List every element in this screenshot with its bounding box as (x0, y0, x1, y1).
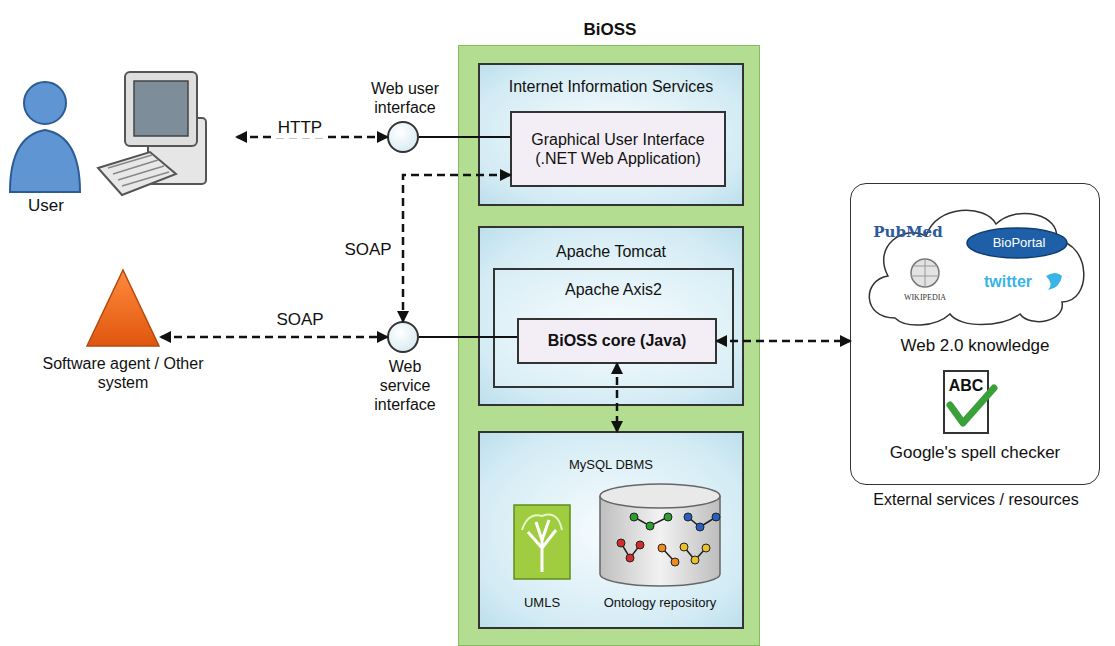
protocol-label: SOAP (273, 310, 326, 330)
graph-dot (684, 513, 692, 521)
checker-frame (944, 371, 988, 433)
graph-dot (646, 522, 654, 530)
user-head (24, 82, 66, 124)
interface-circle: Web service interface (387, 321, 419, 353)
node-text-holder: Web service interface (363, 357, 447, 415)
node-text-holder: External services / resources (851, 490, 1101, 509)
ontology-graph-links (621, 517, 716, 562)
computer-monitor (125, 72, 197, 146)
bioportal-logo (967, 228, 1067, 258)
solid-connector (419, 136, 510, 138)
graph-dot (658, 544, 666, 552)
umls-tree (528, 520, 556, 572)
icon-label: Web 2.0 knowledge (900, 337, 1049, 356)
icon-label: BioPortal (993, 236, 1046, 250)
computer-keyboard (98, 152, 176, 195)
cylinder-top (600, 484, 720, 508)
icon-label: UMLS (524, 596, 560, 610)
graph-dot (696, 523, 704, 531)
triangle-shape (85, 268, 161, 348)
icon-label: PubMed (873, 224, 942, 241)
graph-dot (712, 513, 720, 521)
twitter-bird (1046, 273, 1062, 290)
agent-triangle: Software agent / Other system (85, 268, 161, 348)
user-node: User (5, 70, 237, 220)
user-icon (10, 82, 80, 192)
user-body (10, 130, 80, 192)
solid-connector (419, 336, 517, 338)
icon-label: Google's spell checker (890, 444, 1061, 463)
graph-dot (702, 544, 710, 552)
icon-label: Ontology repository (604, 596, 717, 610)
computer-icon (98, 72, 206, 195)
bioss-panel: BiOSSInternet Information ServicesGraphi… (458, 45, 760, 646)
node-text: MySQL DBMS (480, 457, 742, 473)
node-text-holder: BiOSS (459, 20, 761, 40)
umls-icon (514, 505, 570, 579)
umls-leaves (522, 515, 562, 530)
server-box: Internet Information ServicesGraphical U… (478, 63, 744, 206)
node-text: Apache Axis2 (495, 280, 732, 299)
node-text-holder: Software agent / Other system (38, 354, 208, 392)
dashed-connector (717, 340, 850, 343)
graph-dot (630, 513, 638, 521)
protocol-label: HTTP (275, 118, 325, 138)
graph-dot (626, 554, 634, 562)
node-text: User (5, 196, 87, 216)
server-box: Apache TomcatApache Axis2BiOSS core (Jav… (478, 226, 744, 406)
node-text: Web service interface (363, 357, 447, 415)
gui-box: Graphical User Interface (.NET Web Appli… (510, 111, 726, 187)
node-text: Graphical User Interface (.NET Web Appli… (520, 130, 716, 168)
triangle-outline (87, 270, 159, 346)
keyboard-keys (108, 155, 169, 186)
node-text: Apache Tomcat (480, 242, 742, 261)
cloud-outline (869, 210, 1084, 325)
icon-label: twitter (984, 273, 1032, 291)
web-cloud (869, 210, 1084, 325)
icon-label: WIKIPEDIA (904, 294, 946, 303)
dashed-connector (616, 364, 619, 431)
node-text: BiOSS (459, 20, 761, 40)
interface-circle: Web user interface (387, 121, 419, 153)
container-box: Apache Axis2BiOSS core (Java) (493, 268, 734, 388)
computer-case (148, 118, 206, 184)
cylinder-body (600, 496, 720, 586)
dashed-connector (403, 175, 510, 321)
graph-dot (680, 543, 688, 551)
node-text-holder: Web user interface (355, 79, 455, 117)
node-text: BiOSS core (Java) (548, 331, 687, 350)
graph-dot (691, 556, 699, 564)
wikipedia-globe (911, 259, 939, 287)
computer-screen (134, 81, 188, 136)
node-text: Internet Information Services (480, 77, 742, 96)
node-text-holder: User (5, 196, 87, 216)
graph-dot (664, 513, 672, 521)
globe-lines (911, 259, 939, 287)
spell-checker-icon (944, 371, 994, 433)
core-box: BiOSS core (Java) (517, 318, 717, 364)
ontology-repository-icon (600, 484, 720, 586)
graph-dot (617, 539, 625, 547)
dashed-connector (161, 336, 387, 339)
icon-label: ABC (949, 377, 984, 395)
node-text: External services / resources (851, 490, 1101, 509)
node-text: Web user interface (355, 79, 455, 117)
graph-dot (671, 558, 679, 566)
graph-dot (636, 541, 644, 549)
node-text: Software agent / Other system (38, 354, 208, 392)
umls-frame (514, 505, 570, 579)
protocol-label: SOAP (341, 240, 394, 260)
